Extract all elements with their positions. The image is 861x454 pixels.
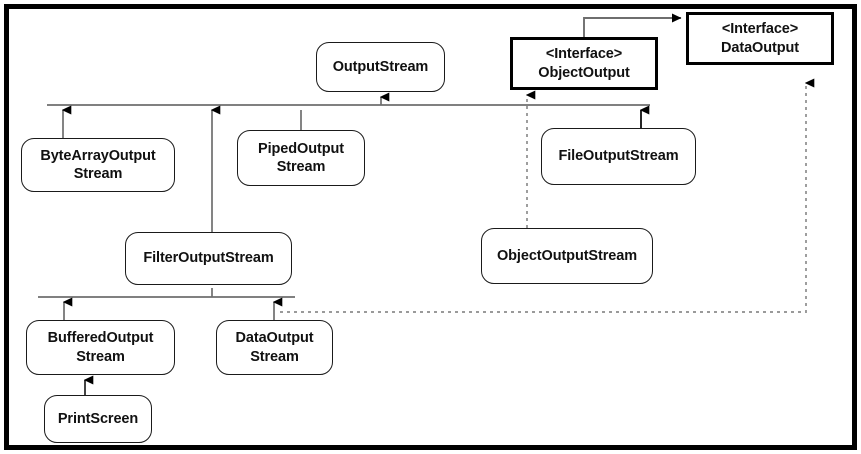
node-label-file_output_stream: FileOutputStream (558, 148, 679, 165)
node-output_stream[interactable]: OutputStream (316, 42, 445, 92)
node-buffered_output[interactable]: BufferedOutput Stream (26, 320, 175, 375)
edge-dataoutputstream-to-dataoutput (280, 78, 815, 313)
node-label-byte_array_output: ByteArrayOutput Stream (40, 147, 156, 182)
node-label-object_output_stream: ObjectOutputStream (497, 247, 637, 264)
node-filter_output_stream[interactable]: FilterOutputStream (125, 232, 292, 285)
node-object_output_stream[interactable]: ObjectOutputStream (481, 228, 653, 284)
node-label-buffered_output: BufferedOutput Stream (47, 330, 154, 365)
node-object_output[interactable]: <Interface> ObjectOutput (510, 37, 658, 90)
node-label-print_screen: PrintScreen (57, 410, 139, 427)
node-label-object_output: <Interface> ObjectOutput (538, 46, 630, 81)
node-data_output[interactable]: <Interface> DataOutput (686, 12, 834, 65)
node-label-piped_output: PipedOutput Stream (258, 140, 344, 175)
edge-inheritance-bus-lower (38, 288, 295, 320)
node-label-data_output: <Interface> DataOutput (721, 21, 799, 56)
node-file_output_stream[interactable]: FileOutputStream (541, 128, 696, 185)
edge-objectoutput-to-dataoutput (583, 13, 682, 37)
node-data_output_stream[interactable]: DataOutput Stream (216, 320, 333, 375)
node-label-filter_output_stream: FilterOutputStream (143, 250, 274, 267)
node-print_screen[interactable]: PrintScreen (44, 395, 152, 443)
node-byte_array_output[interactable]: ByteArrayOutput Stream (21, 138, 175, 192)
node-label-data_output_stream: DataOutput Stream (235, 330, 314, 365)
node-piped_output[interactable]: PipedOutput Stream (237, 130, 365, 186)
edge-inheritance-bus-top (47, 92, 650, 232)
node-label-output_stream: OutputStream (332, 58, 429, 75)
